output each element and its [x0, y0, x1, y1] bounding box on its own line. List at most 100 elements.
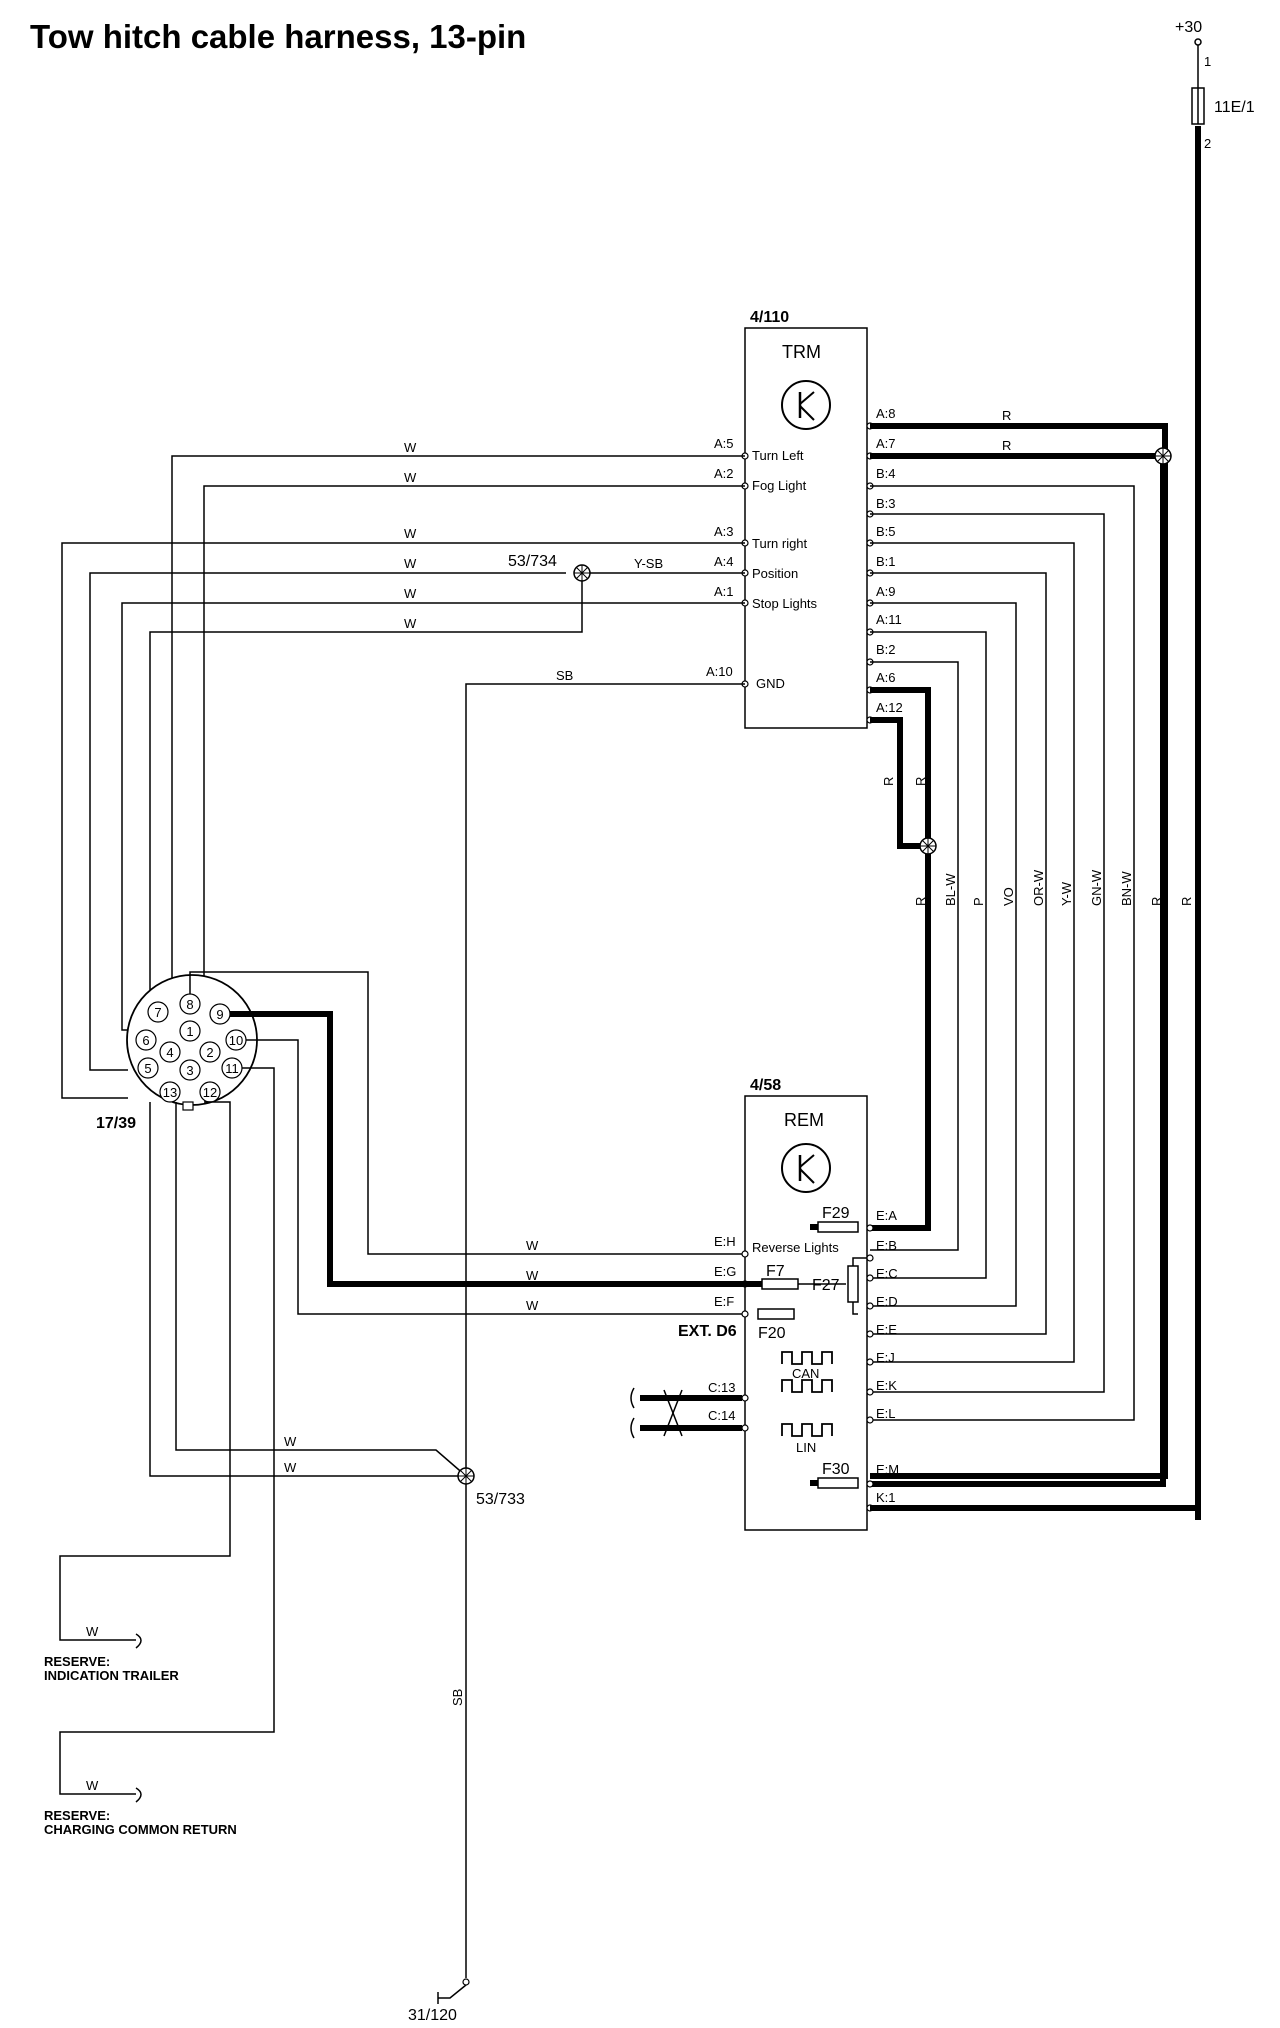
vertical-wire-labels: R R R BL-W P VO OR-W Y-W GN-W BN-W R R — [881, 777, 1194, 906]
connector-pins — [135, 993, 247, 1103]
trm-rpin-a8: A:8 — [876, 406, 896, 421]
trm-left-pins: A:5 Turn Left A:2 Fog Light A:3 Turn rig… — [706, 436, 818, 691]
fuse-f7 — [742, 1278, 846, 1290]
trm-func-turn-right: Turn right — [752, 536, 808, 551]
can-waveform-icon — [781, 1351, 833, 1393]
rem-ext: EXT. D6 — [678, 1323, 737, 1340]
trm-rpin-b2: B:2 — [876, 642, 896, 657]
trm-pin-a4: A:4 — [714, 554, 734, 569]
splice-53-733-ref: 53/733 — [476, 1491, 525, 1508]
wire-w-eg: W — [526, 1268, 539, 1283]
rem-rpin-em: E:M — [876, 1462, 899, 1477]
fuse-f7-label: F7 — [766, 1263, 785, 1280]
rem-pin-c14: C:14 — [708, 1408, 735, 1423]
pin-label-9: 9 — [216, 1007, 223, 1022]
pin-label-12: 12 — [203, 1085, 217, 1100]
pin-3 — [179, 1059, 201, 1081]
reserve2-wire: W — [86, 1778, 99, 1793]
wire-sb-vertical: SB — [450, 1689, 465, 1706]
fuse-f30-label: F30 — [822, 1461, 850, 1478]
vwire-gn-w: GN-W — [1089, 869, 1104, 906]
fuse-pin2: 2 — [1204, 136, 1211, 151]
trm-pin-a3: A:3 — [714, 524, 734, 539]
ground-symbol — [437, 1978, 470, 2004]
pin-5 — [137, 1057, 159, 1079]
trm-func-gnd: GND — [756, 676, 785, 691]
splice-r-icon — [919, 837, 937, 855]
reserve1-line1: RESERVE: — [44, 1654, 110, 1669]
trm-right-pins: A:8 A:7 B:4 B:3 B:5 B:1 A:9 A:11 B:2 A:6… — [876, 406, 903, 715]
wire-w-turn-left: W — [404, 440, 417, 455]
vwire-p: P — [971, 897, 986, 906]
vwire-bl-w: BL-W — [943, 873, 958, 906]
pin-label-6: 6 — [142, 1033, 149, 1048]
trm-rpin-b4: B:4 — [876, 466, 896, 481]
rem-ref: 4/58 — [750, 1077, 781, 1094]
trm-func-turn-left: Turn Left — [752, 448, 804, 463]
trm-rpin-b1: B:1 — [876, 554, 896, 569]
lin-label: LIN — [796, 1440, 816, 1455]
fuse-f20 — [757, 1308, 795, 1320]
trm-rpin-a7: A:7 — [876, 436, 896, 451]
pin-7 — [147, 1001, 169, 1023]
pin-label-11: 11 — [225, 1061, 239, 1076]
rem-rpin-ed: E:D — [876, 1294, 898, 1309]
rem-transistor-icon — [781, 1143, 831, 1193]
pin-label-1: 1 — [186, 1024, 193, 1039]
trm-wire-r-a7: R — [1002, 438, 1011, 453]
rem-func-reverse: Reverse Lights — [752, 1240, 839, 1255]
trm-transistor-icon — [781, 380, 831, 430]
trm-pin-a10: A:10 — [706, 664, 733, 679]
fuse-label: 11E/1 — [1214, 99, 1255, 116]
vwire-r-3: R — [913, 897, 928, 906]
wire-w-turn-right: W — [404, 526, 417, 541]
trm-ref: 4/110 — [750, 309, 789, 326]
pin-label-4: 4 — [166, 1045, 173, 1060]
splice-53-734-wire: Y-SB — [634, 556, 663, 571]
fuse-f20-label: F20 — [758, 1325, 786, 1342]
wire-w-ef: W — [526, 1298, 539, 1313]
pin-label-10: 10 — [229, 1033, 243, 1048]
vwire-r-4: R — [1149, 897, 1164, 906]
wire-w-reverse: W — [526, 1238, 539, 1253]
rem-name: REM — [784, 1110, 824, 1130]
ground-ref: 31/120 — [408, 2007, 457, 2024]
rem-right-pins: E:A E:B E:C E:D E:E E:J E:K E:L E:M K:1 — [876, 1208, 899, 1505]
reserve2-line2: CHARGING COMMON RETURN — [44, 1822, 237, 1837]
wire-w-733-1: W — [284, 1434, 297, 1449]
pin-label-13: 13 — [163, 1085, 177, 1100]
trm-rpin-b3: B:3 — [876, 496, 896, 511]
wire-w-stop-lights: W — [404, 586, 417, 601]
page-title: Tow hitch cable harness, 13-pin — [30, 18, 526, 55]
fuse-f29 — [810, 1221, 859, 1233]
vwire-r-2: R — [913, 777, 928, 786]
trm-func-fog-light: Fog Light — [752, 478, 807, 493]
connector-ref: 17/39 — [96, 1115, 136, 1132]
trm-func-position: Position — [752, 566, 798, 581]
trm-rpin-a9: A:9 — [876, 584, 896, 599]
pin-2 — [199, 1041, 221, 1063]
wire-w-733-2: W — [284, 1460, 297, 1475]
rem-pin-eg: E:G — [714, 1264, 736, 1279]
trm-rpin-a6: A:6 — [876, 670, 896, 685]
trm-pin-a1: A:1 — [714, 584, 734, 599]
trm-name: TRM — [782, 342, 821, 362]
pin-13 — [159, 1081, 181, 1103]
fuse-pin1: 1 — [1204, 54, 1211, 69]
pin-1 — [179, 1020, 201, 1042]
pin-label-7: 7 — [154, 1005, 161, 1020]
reserve1-line2: INDICATION TRAILER — [44, 1668, 179, 1683]
pin-label-5: 5 — [144, 1061, 151, 1076]
rem-rpin-ee: E:E — [876, 1322, 897, 1337]
can-label: CAN — [792, 1366, 819, 1381]
wire-sb-gnd: SB — [556, 668, 573, 683]
rem-pin-eh: E:H — [714, 1234, 736, 1249]
pin-label-3: 3 — [186, 1063, 193, 1078]
fuse-f27 — [847, 1257, 870, 1315]
wire-w-position: W — [404, 556, 417, 571]
fuse-f29-label: F29 — [822, 1205, 850, 1222]
pin-label-2: 2 — [206, 1045, 213, 1060]
reserve2-line1: RESERVE: — [44, 1808, 110, 1823]
reserve1-wire: W — [86, 1624, 99, 1639]
